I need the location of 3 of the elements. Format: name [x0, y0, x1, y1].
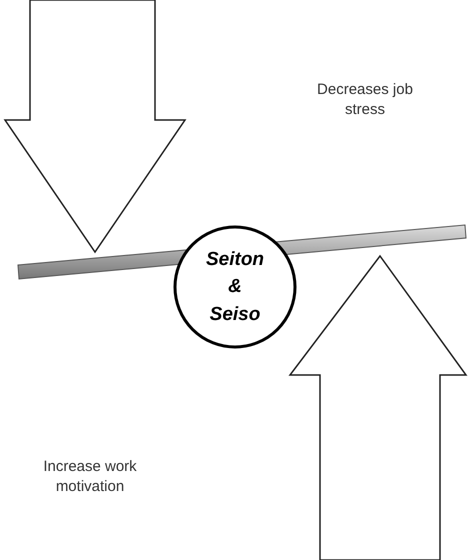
note-text: Increase work motivation: [42, 457, 138, 498]
note-text: Decreases job stress: [316, 80, 414, 120]
node-text: Seiton & Seiso: [204, 248, 266, 327]
